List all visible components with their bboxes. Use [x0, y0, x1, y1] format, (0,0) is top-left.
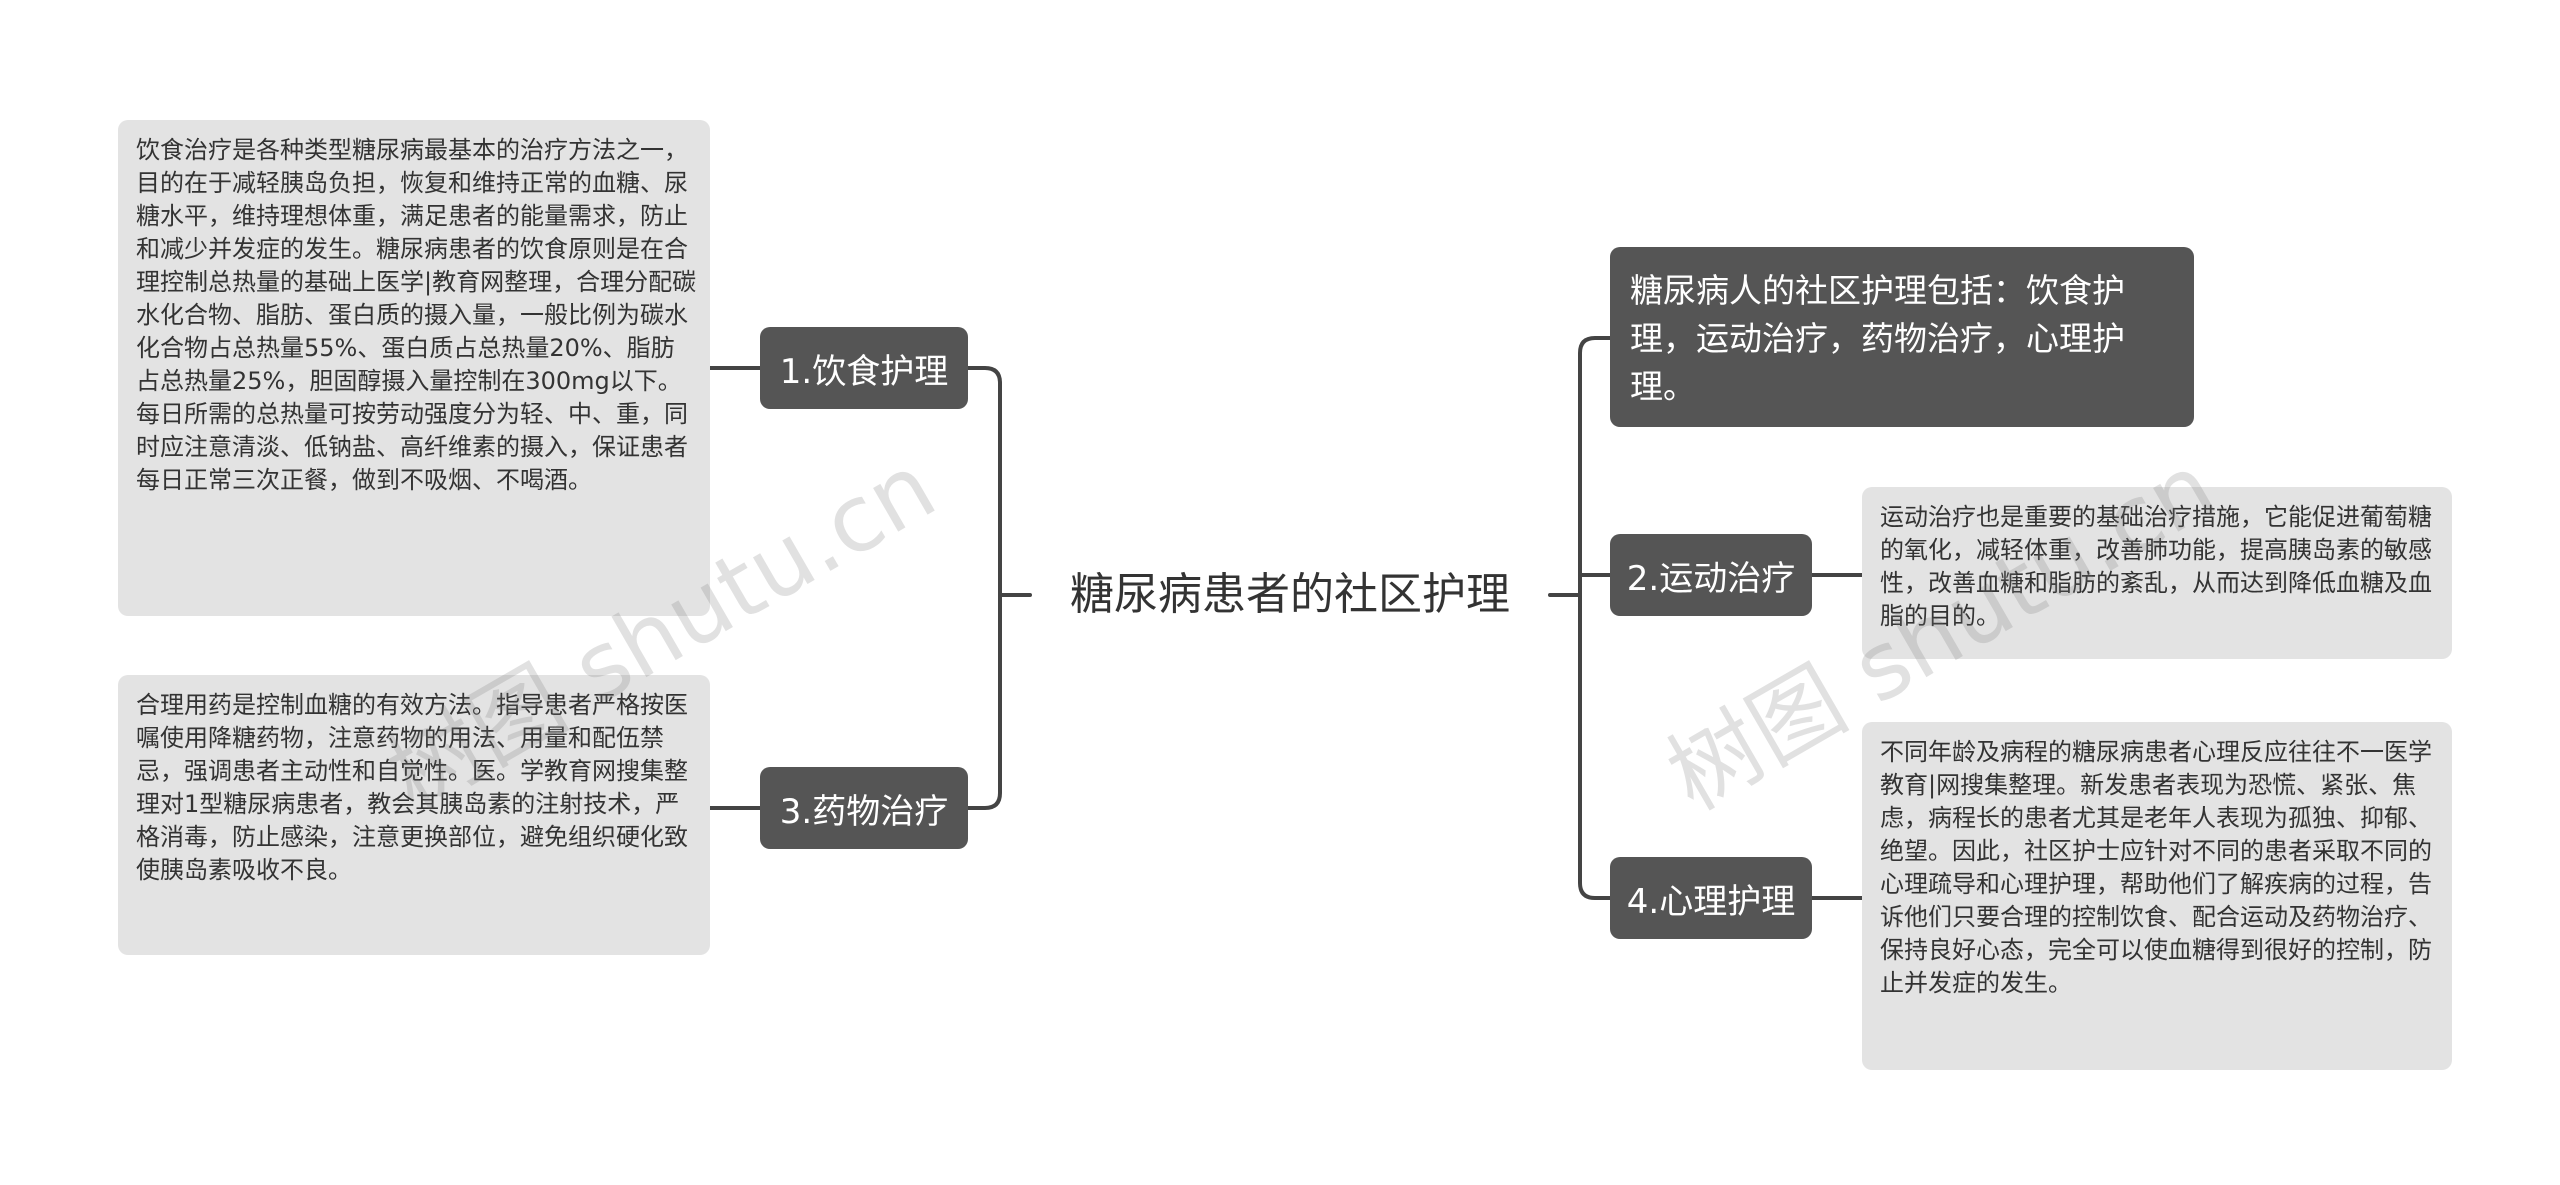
link-center-right — [1548, 336, 1612, 900]
detail-drug-therapy[interactable]: 合理用药是控制血糖的有效方法。指导患者严格按医嘱使用降糖药物，注意药物的用法、用… — [118, 675, 710, 955]
branch-summary[interactable]: 糖尿病人的社区护理包括：饮食护理，运动治疗，药物治疗，心理护理。 — [1610, 247, 2194, 427]
detail-exercise-therapy[interactable]: 运动治疗也是重要的基础治疗措施，它能促进葡萄糖的氧化，减轻体重，改善肺功能，提高… — [1862, 487, 2452, 659]
branch-exercise-therapy[interactable]: 2.运动治疗 — [1610, 534, 1812, 616]
branch-drug-therapy[interactable]: 3.药物治疗 — [760, 767, 968, 849]
central-topic[interactable]: 糖尿病患者的社区护理 — [1070, 569, 1510, 620]
branch-psych-care[interactable]: 4.心理护理 — [1610, 857, 1812, 939]
link-center-left — [966, 366, 1032, 810]
detail-psych-care[interactable]: 不同年龄及病程的糖尿病患者心理反应往往不一医学教育|网搜集整理。新发患者表现为恐… — [1862, 722, 2452, 1070]
detail-diet-care[interactable]: 饮食治疗是各种类型糖尿病最基本的治疗方法之一，目的在于减轻胰岛负担，恢复和维持正… — [118, 120, 710, 616]
branch-diet-care[interactable]: 1.饮食护理 — [760, 327, 968, 409]
